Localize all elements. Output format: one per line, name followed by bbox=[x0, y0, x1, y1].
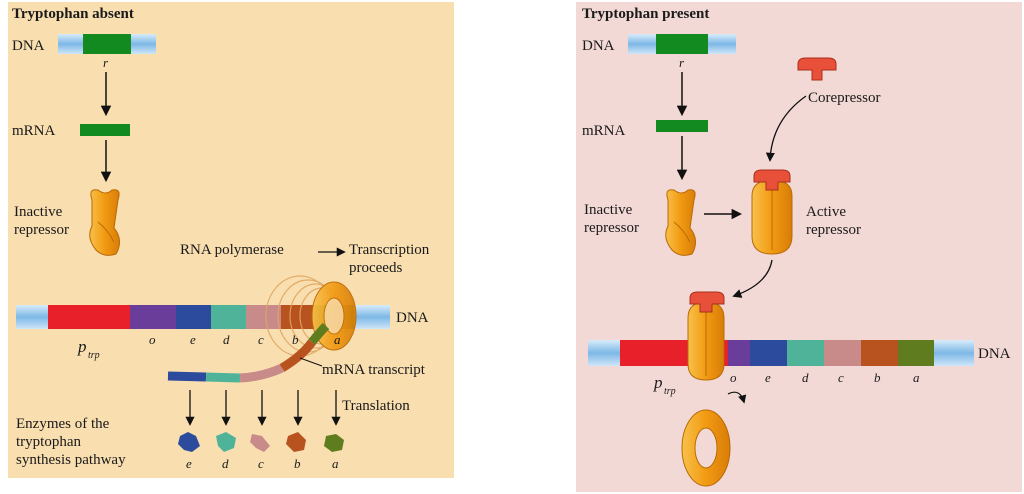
left-mrna-transcript-label: mRNA transcript bbox=[322, 362, 426, 378]
left-enzyme-label-d: d bbox=[222, 456, 229, 471]
left-gene-label-o: o bbox=[149, 332, 156, 347]
left-promoter-segment bbox=[48, 305, 130, 329]
right-mrna-label: mRNA bbox=[582, 123, 626, 139]
left-enzymes-caption-line1: Enzymes of the bbox=[16, 416, 110, 432]
right-gene-b-segment bbox=[861, 340, 898, 366]
right-gene-label-d: d bbox=[802, 370, 809, 385]
left-inactive-repressor-shape bbox=[89, 189, 120, 256]
left-gene-b-segment bbox=[281, 305, 316, 329]
left-gene-d-segment bbox=[211, 305, 246, 329]
left-operon-dna-label: DNA bbox=[396, 310, 429, 326]
right-arrow-polymerase-blocked bbox=[727, 391, 747, 404]
right-operon-dna-label: DNA bbox=[978, 346, 1011, 362]
left-gene-label-d: d bbox=[223, 332, 230, 347]
left-transcription-proceeds-line1: Transcription bbox=[349, 242, 430, 258]
right-gene-c-segment bbox=[824, 340, 861, 366]
left-mrna-transcript-shape bbox=[167, 322, 330, 383]
right-inactive-repressor-shape bbox=[665, 189, 696, 256]
left-gene-label-e: e bbox=[190, 332, 196, 347]
right-inactive-repressor-line1: Inactive bbox=[584, 202, 633, 218]
right-active-repressor-shape bbox=[751, 169, 793, 255]
right-bound-repressor-shape bbox=[687, 291, 725, 381]
right-gene-r-label: r bbox=[679, 55, 685, 70]
right-gene-e-segment bbox=[750, 340, 787, 366]
right-rna-polymerase-shape bbox=[681, 409, 731, 487]
left-enzyme-label-c: c bbox=[258, 456, 264, 471]
left-gene-c-segment bbox=[246, 305, 281, 329]
right-active-repressor-line1: Active bbox=[806, 204, 846, 220]
right-mrna-r bbox=[656, 120, 708, 132]
right-operon-dna bbox=[588, 340, 974, 366]
left-enzyme-label-b: b bbox=[294, 456, 301, 471]
right-arrow-repressor-binding bbox=[732, 259, 773, 298]
left-title: Tryptophan absent bbox=[12, 6, 134, 22]
left-enzyme-a-shape bbox=[324, 434, 344, 452]
right-gene-label-e: e bbox=[765, 370, 771, 385]
left-panel-background bbox=[8, 2, 454, 478]
left-mrna-label: mRNA bbox=[12, 123, 56, 139]
right-gene-d-segment bbox=[787, 340, 824, 366]
left-gene-label-b: b bbox=[292, 332, 299, 347]
right-arrow-corepressor-binding bbox=[765, 95, 807, 162]
left-enzyme-b-shape bbox=[286, 432, 306, 452]
left-gene-label-a: a bbox=[334, 332, 341, 347]
right-promoter-subscript: trp bbox=[664, 386, 676, 397]
right-inactive-repressor-line2: repressor bbox=[584, 220, 639, 236]
right-gene-label-c: c bbox=[838, 370, 844, 385]
right-gene-r bbox=[656, 34, 708, 54]
right-active-repressor-line2: repressor bbox=[806, 222, 861, 238]
left-promoter-subscript: trp bbox=[88, 350, 100, 361]
right-dna-label: DNA bbox=[582, 38, 615, 54]
left-inactive-repressor-line1: Inactive bbox=[14, 204, 63, 220]
left-enzyme-label-a: a bbox=[332, 456, 339, 471]
right-operator-segment bbox=[728, 340, 750, 366]
left-gene-r bbox=[83, 34, 131, 54]
right-gene-label-b: b bbox=[874, 370, 881, 385]
left-gene-e-segment bbox=[176, 305, 211, 329]
right-gene-label-a: a bbox=[913, 370, 920, 385]
left-promoter-label: p bbox=[77, 337, 87, 356]
left-gene-r-label: r bbox=[103, 55, 109, 70]
left-enzymes-caption-line2: tryptophan bbox=[16, 434, 81, 450]
left-enzymes-caption-line3: synthesis pathway bbox=[16, 452, 126, 468]
left-mrna-transcript-pointer bbox=[299, 357, 323, 367]
right-panel-background bbox=[576, 2, 1022, 492]
right-gene-label-o: o bbox=[730, 370, 737, 385]
left-rna-polymerase-label: RNA polymerase bbox=[180, 242, 284, 258]
left-enzyme-c-shape bbox=[250, 434, 270, 452]
left-translation-label: Translation bbox=[342, 398, 410, 414]
left-enzyme-label-e: e bbox=[186, 456, 192, 471]
right-corepressor-label: Corepressor bbox=[808, 90, 880, 106]
left-inactive-repressor-line2: repressor bbox=[14, 222, 69, 238]
right-corepressor-shape bbox=[797, 57, 837, 81]
left-operator-segment bbox=[130, 305, 176, 329]
left-enzyme-d-shape bbox=[216, 432, 236, 452]
right-promoter-label: p bbox=[653, 373, 663, 392]
right-gene-a-segment bbox=[898, 340, 934, 366]
left-enzyme-e-shape bbox=[178, 432, 200, 452]
right-title: Tryptophan present bbox=[582, 6, 709, 22]
left-gene-label-c: c bbox=[258, 332, 264, 347]
left-panel: Tryptophan absent DNA r mRNA Inactive re… bbox=[8, 2, 454, 478]
left-mrna-r bbox=[80, 124, 130, 136]
left-transcription-proceeds-line2: proceeds bbox=[349, 260, 402, 276]
left-dna-label: DNA bbox=[12, 38, 45, 54]
right-panel: Tryptophan present DNA r mRNA Corepresso… bbox=[576, 2, 1022, 492]
